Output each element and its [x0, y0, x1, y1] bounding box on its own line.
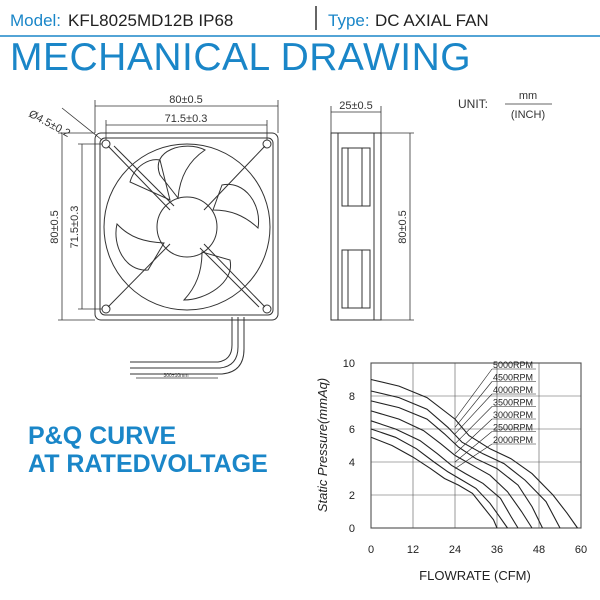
chart-grid: [370, 362, 582, 529]
chart-legend-label-1: 4500RPM: [493, 373, 533, 383]
chart-legend-label-6: 2000RPM: [493, 435, 533, 445]
chart-legend-leader-1: [454, 381, 493, 428]
chart-legend-label-4: 3000RPM: [493, 410, 533, 420]
side-blade-window-bottom: [341, 249, 371, 309]
model-value: KFL8025MD12B IP68: [68, 11, 233, 30]
fan-frame-inner: [99, 137, 274, 316]
page-title: MECHANICAL DRAWING: [10, 36, 472, 79]
pq-heading-line2: AT RATEDVOLTAGE: [28, 450, 268, 478]
chart-x-tick-5: 60: [575, 544, 587, 556]
chart-legend-leader-0: [454, 368, 493, 420]
chart-series-3500rpm: [370, 410, 533, 529]
chart-legend-leader-6: [454, 443, 493, 469]
type-value: DC AXIAL FAN: [375, 11, 489, 30]
fan-cable-1: [130, 317, 233, 363]
chart-legend-label-3: 3500RPM: [493, 398, 533, 408]
fan-blade-1: [157, 145, 206, 200]
chart-x-tick-0: 0: [368, 544, 374, 556]
chart-y-tick-5: 10: [343, 358, 355, 370]
cable-length-dim: 300±10mm: [164, 373, 189, 379]
chart-legend-leader-2: [454, 393, 493, 435]
side-width-dim: 25±0.5: [339, 100, 373, 112]
chart-legend-leader-5: [454, 431, 493, 463]
chart-y-tick-4: 8: [349, 391, 355, 403]
strut-tl: [107, 145, 171, 211]
side-dimensions: [330, 106, 414, 321]
chart-legend-leader-4: [454, 418, 493, 454]
type-label: Type:: [328, 11, 370, 30]
chart-x-tick-3: 36: [491, 544, 503, 556]
chart-series-3000rpm: [370, 420, 519, 529]
chart-y-tick-0: 0: [349, 523, 355, 535]
chart-x-tick-1: 12: [407, 544, 419, 556]
front-dimensions: [58, 100, 279, 321]
fan-hub: [156, 196, 218, 258]
side-frame: [330, 132, 382, 321]
chart-y-label: Static Pressure(mmAq): [315, 378, 330, 512]
fan-frame-outer: [94, 132, 279, 321]
side-view: [330, 132, 382, 321]
chart-series-2500rpm: [370, 428, 508, 529]
fan-venturi: [103, 143, 271, 311]
chart-legend: 5000RPM 4500RPM 4000RPM 3500RPM 3000RPM 2500R…: [454, 360, 536, 469]
chart-legend-leader-3: [454, 406, 493, 445]
strut-tr: [203, 145, 266, 211]
chart-series-4000rpm: [370, 400, 543, 529]
left-outer-dim: 80±0.5: [49, 210, 61, 244]
fan-blade-4: [115, 222, 165, 271]
unit-numerator: mm: [519, 90, 537, 102]
chart-series-5000rpm: [370, 378, 578, 529]
chart-legend-label-0: 5000RPM: [493, 360, 533, 370]
mount-hole-bottom-right: [262, 304, 272, 314]
chart-y-tick-1: 2: [349, 490, 355, 502]
pq-heading-line1: P&Q CURVE: [28, 422, 177, 450]
chart-x-tick-2: 24: [449, 544, 461, 556]
chart-series: [370, 378, 578, 529]
pq-heading: P&Q CURVE AT RATEDVOLTAGE: [28, 422, 268, 478]
fan-blade-2: [212, 183, 260, 229]
fan-blade-5: [129, 159, 171, 201]
chart-legend-label-2: 4000RPM: [493, 385, 533, 395]
strut-bl: [107, 243, 171, 308]
strut-tl-2: [113, 145, 175, 207]
unit-label: UNIT:: [458, 97, 488, 111]
strut-br-2: [199, 247, 260, 308]
fan-cable-2: [130, 317, 239, 369]
chart-series-4500rpm: [370, 390, 561, 529]
front-view: [94, 132, 279, 379]
top-inner-dim: 71.5±0.3: [165, 113, 208, 125]
fan-cable-3: [130, 317, 245, 375]
strut-br: [203, 243, 266, 308]
chart-y-tick-2: 4: [349, 457, 355, 469]
left-inner-dim: 71.5±0.3: [69, 206, 81, 249]
chart-x-label: FLOWRATE (CFM): [419, 568, 531, 583]
unit-denominator: (INCH): [511, 109, 545, 121]
chart-legend-label-5: 2500RPM: [493, 423, 533, 433]
header-bar: Model: KFL8025MD12B IP68 Type: DC AXIAL …: [0, 6, 600, 37]
side-height-dim: 80±0.5: [397, 210, 409, 244]
top-outer-dim: 80±0.5: [169, 94, 203, 106]
side-blade-window-top: [341, 147, 371, 207]
chart-y-tick-3: 6: [349, 424, 355, 436]
fan-blade-3: [182, 251, 231, 301]
hole-leader-line: [61, 107, 103, 141]
chart-x-tick-4: 48: [533, 544, 545, 556]
chart-series-2000rpm: [370, 436, 498, 529]
model-label: Model:: [10, 11, 61, 30]
